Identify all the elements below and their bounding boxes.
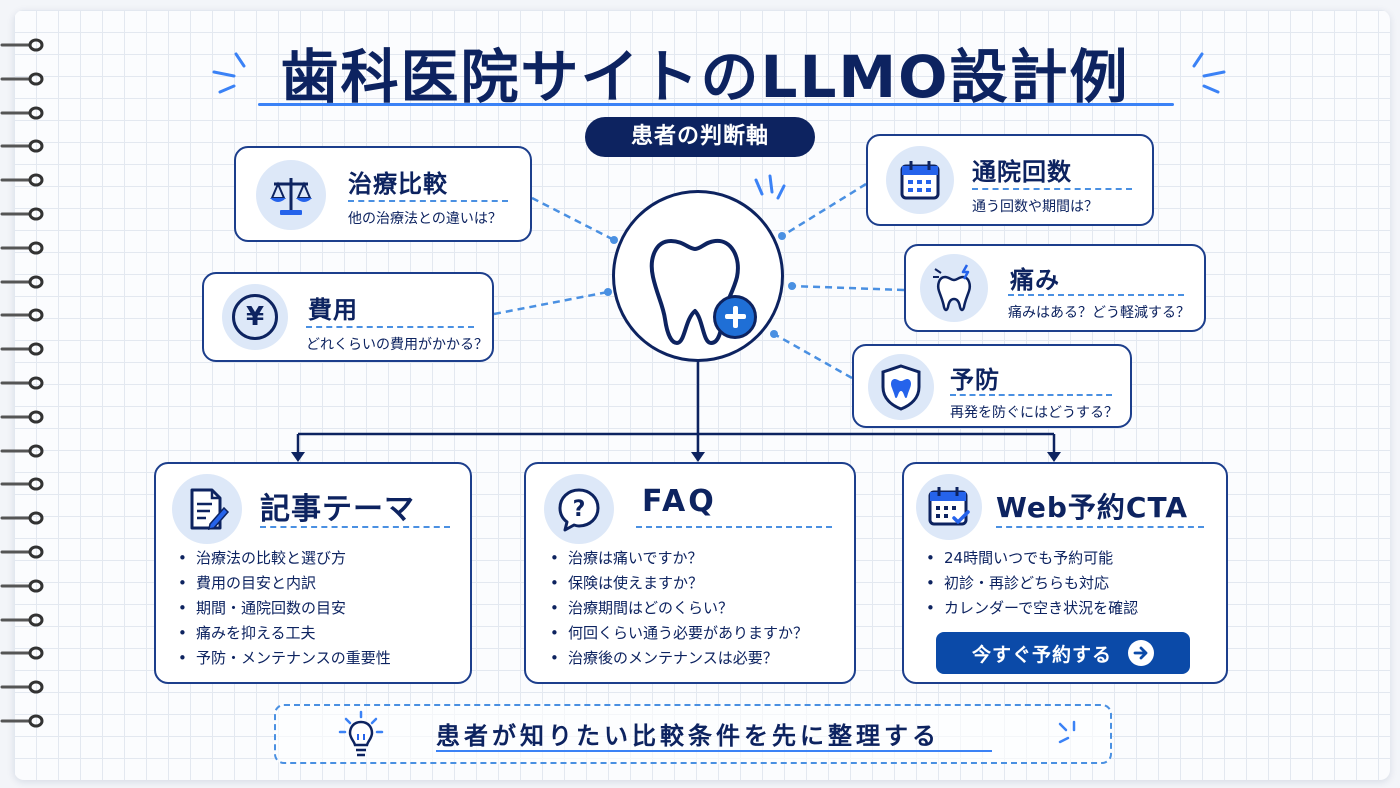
faq-list: 治療は痛いですか？ 保険は使えますか？ 治療期間はどのくらい？ 何回くらい通う必… [550, 546, 808, 671]
conclusion-underline [436, 750, 992, 752]
list-item: 期間・通院回数の目安 [178, 596, 391, 621]
axis-card-visits: 通院回数 通う回数や期間は？ [866, 134, 1154, 226]
binding-ring [0, 241, 44, 255]
axis-question: 通う回数や期間は？ [972, 199, 1098, 215]
sparkle-bottom-icon [1058, 720, 1076, 744]
yen-icon: ¥ [222, 284, 288, 350]
svg-text:?: ? [573, 497, 586, 522]
arrow-right-icon [1128, 640, 1154, 666]
cta-card: Web予約CTA 24時間いつでも予約可能 初診・再診どちらも対応 カレンダーで… [902, 462, 1228, 684]
binding-ring [0, 714, 44, 728]
axis-card-cost: ¥ 費用 どれくらいの費用がかかる？ [202, 272, 494, 362]
list-item: 治療は痛いですか？ [550, 546, 808, 571]
binding-ring [0, 477, 44, 491]
binding-ring [0, 613, 44, 627]
center-label-pill: 患者の判断軸 [585, 117, 815, 157]
axis-question: 痛みはある？どう軽減する？ [1008, 305, 1190, 321]
binding-ring [0, 410, 44, 424]
axis-title: 費用 [308, 296, 358, 324]
binding-ring [0, 106, 44, 120]
binding-ring [0, 72, 44, 86]
cta-list: 24時間いつでも予約可能 初診・再診どちらも対応 カレンダーで空き状況を確認 [926, 546, 1138, 621]
axis-title: 予防 [950, 366, 1000, 394]
articles-title: 記事テーマ [260, 492, 415, 527]
list-item: 予防・メンテナンスの重要性 [178, 646, 391, 671]
binding-ring [0, 275, 44, 289]
axis-card-pain: 痛み 痛みはある？どう軽減する？ [904, 244, 1206, 332]
articles-card: 記事テーマ 治療法の比較と選び方 費用の目安と内訳 期間・通院回数の目安 痛みを… [154, 462, 472, 684]
binding-ring [0, 376, 44, 390]
axis-title: 痛み [1010, 266, 1060, 294]
list-item: カレンダーで空き状況を確認 [926, 596, 1138, 621]
list-item: 保険は使えますか？ [550, 571, 808, 596]
list-item: 初診・再診どちらも対応 [926, 571, 1138, 596]
binding-ring [0, 342, 44, 356]
document-pen-icon [172, 474, 242, 544]
binding-ring [0, 308, 44, 322]
reserve-now-button[interactable]: 今すぐ予約する [936, 632, 1190, 674]
shield-tooth-icon [868, 354, 934, 420]
list-item: 治療法の比較と選び方 [178, 546, 391, 571]
divider [260, 526, 450, 528]
page-title: 歯科医院サイトのLLMO設計例 [280, 43, 1130, 111]
binding-ring [0, 545, 44, 559]
sparkle-left-icon [212, 52, 246, 94]
divider [950, 394, 1112, 396]
cta-title: Web予約CTA [996, 491, 1189, 524]
faq-title: FAQ [642, 484, 717, 519]
question-bubble-icon: ? [544, 474, 614, 544]
axis-question: どれくらいの費用がかかる？ [306, 337, 488, 353]
divider [972, 188, 1132, 190]
articles-list: 治療法の比較と選び方 費用の目安と内訳 期間・通院回数の目安 痛みを抑える工夫 … [178, 546, 391, 671]
conclusion-box: 患者が知りたい比較条件を先に整理する [274, 704, 1112, 764]
axis-question: 他の治療法との違いは？ [348, 211, 502, 227]
divider [348, 200, 508, 202]
scales-icon [256, 160, 326, 230]
aching-tooth-icon [920, 254, 988, 322]
central-tooth [612, 190, 784, 362]
binding-ring [0, 139, 44, 153]
axis-card-prevention: 予防 再発を防ぐにはどうする？ [852, 344, 1132, 428]
list-item: 痛みを抑える工夫 [178, 621, 391, 646]
lightbulb-icon [338, 710, 384, 757]
faq-card: ? FAQ 治療は痛いですか？ 保険は使えますか？ 治療期間はどのくらい？ 何回… [524, 462, 856, 684]
axis-title: 通院回数 [972, 158, 1072, 186]
axis-title: 治療比較 [348, 170, 448, 198]
axis-card-treatment-comparison: 治療比較 他の治療法との違いは？ [234, 146, 532, 242]
title-underline [258, 103, 1174, 106]
binding-ring [0, 579, 44, 593]
list-item: 24時間いつでも予約可能 [926, 546, 1138, 571]
binding-ring [0, 511, 44, 525]
binding-ring [0, 646, 44, 660]
list-item: 治療期間はどのくらい？ [550, 596, 808, 621]
binding-ring [0, 680, 44, 694]
sparkle-right-icon [1192, 52, 1226, 94]
binding-ring [0, 444, 44, 458]
divider [636, 526, 832, 528]
list-item: 何回くらい通う必要がありますか？ [550, 621, 808, 646]
calendar-check-icon [916, 474, 982, 540]
list-item: 費用の目安と内訳 [178, 571, 391, 596]
divider [306, 326, 474, 328]
divider [1008, 294, 1184, 296]
tooth-icon [649, 238, 740, 345]
list-item: 治療後のメンテナンスは必要？ [550, 646, 808, 671]
binding-ring [0, 207, 44, 221]
divider [996, 526, 1204, 528]
binding-ring [0, 38, 44, 52]
binding-ring [0, 173, 44, 187]
calendar-icon [886, 146, 954, 214]
conclusion-text: 患者が知りたい比較条件を先に整理する [436, 722, 940, 750]
axis-question: 再発を防ぐにはどうする？ [950, 405, 1118, 421]
plus-badge-icon [713, 295, 757, 339]
reserve-button-label: 今すぐ予約する [971, 643, 1112, 666]
